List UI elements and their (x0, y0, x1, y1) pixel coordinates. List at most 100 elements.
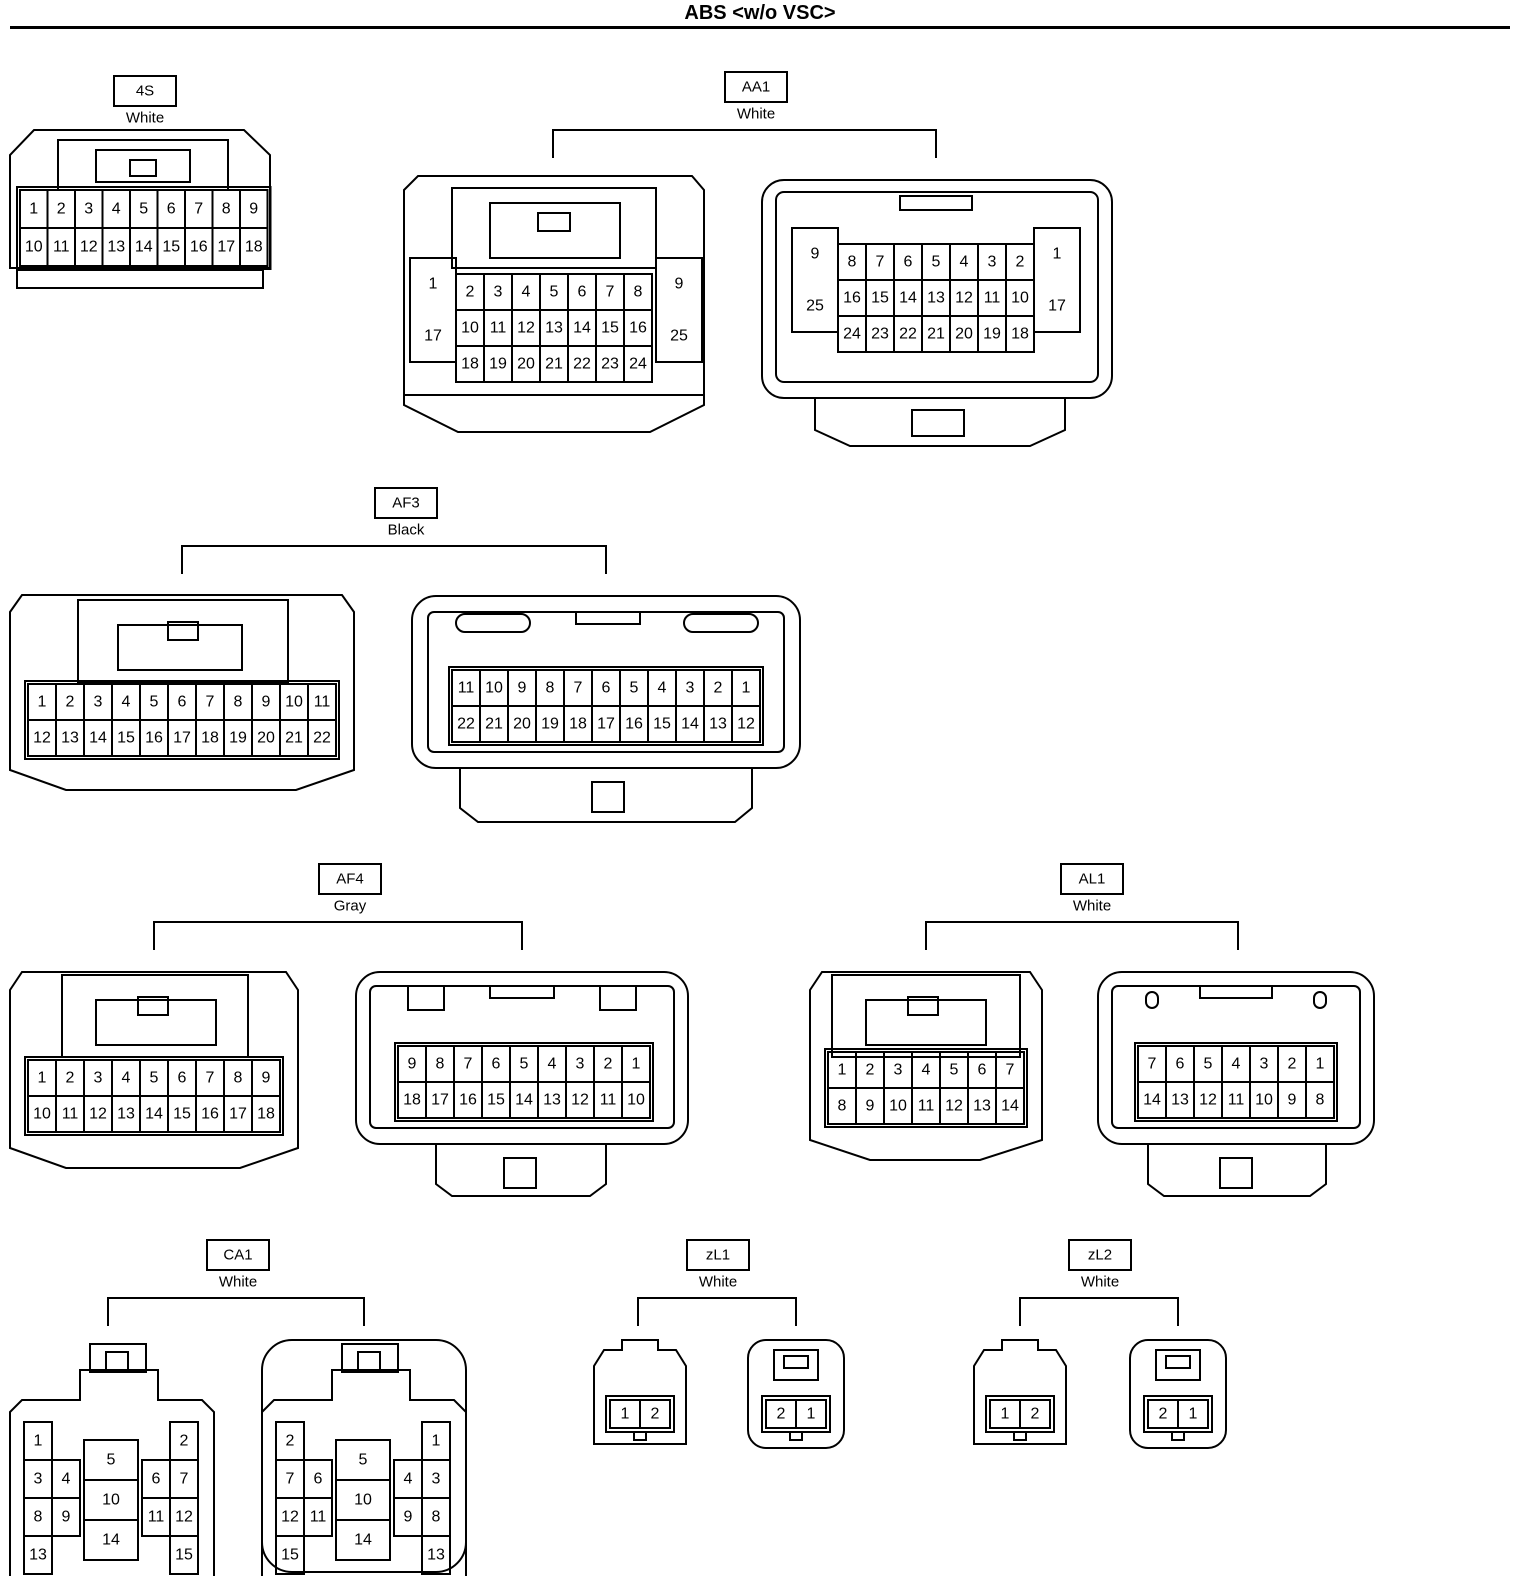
housing-outline (761, 179, 1113, 399)
pin-number: 7 (1006, 1062, 1015, 1079)
housing-outline (1097, 971, 1375, 1145)
housing-outline (9, 1369, 215, 1576)
housing-outline (973, 1339, 1067, 1445)
connector-code-box (1068, 1239, 1132, 1271)
pin-cell (1005, 315, 1035, 353)
bracket-line (107, 1297, 365, 1326)
pin-cell (83, 1519, 139, 1561)
connector-color: White (699, 1274, 737, 1291)
housing-latch (459, 768, 753, 823)
top-tab (899, 195, 973, 211)
pin-number: 3 (1260, 1056, 1269, 1073)
housing-lock (773, 1349, 819, 1381)
pin-number: 14 (354, 1532, 372, 1549)
pin-number: 11 (918, 1098, 935, 1115)
pin-number: 1 (432, 1433, 441, 1450)
pin-number: 1 (38, 694, 47, 711)
pin-number: 11 (490, 320, 507, 337)
latch-tab (1013, 1431, 1027, 1441)
housing-latch (1147, 1144, 1327, 1197)
latch-tab (591, 781, 625, 813)
pin-number: 17 (424, 328, 442, 345)
pin-number: 1 (807, 1406, 816, 1423)
pin-number: 9 (866, 1098, 875, 1115)
pin-number: 6 (602, 680, 611, 697)
latch-tab (503, 1157, 537, 1189)
pin-number: 17 (173, 730, 191, 747)
pin-number: 12 (1199, 1092, 1217, 1109)
pin-number: 10 (461, 320, 479, 337)
pin-number: 8 (634, 284, 643, 301)
housing-outline (355, 971, 689, 1145)
pin-number: 14 (145, 1106, 163, 1123)
pin-number: 16 (459, 1092, 477, 1109)
pin-number: 1 (1001, 1406, 1010, 1423)
pin-number: 14 (1001, 1098, 1019, 1115)
pin-number: 2 (66, 694, 75, 711)
pin-number: 11 (310, 1509, 327, 1526)
pin-number: 22 (457, 716, 475, 733)
pin-number: 24 (843, 326, 861, 343)
lock-tab (357, 1351, 381, 1371)
pin-number: 2 (604, 1056, 613, 1073)
connector-code-box (113, 75, 177, 107)
pin-number: 14 (899, 290, 917, 307)
pin-number: 21 (927, 326, 945, 343)
pin-number: 12 (945, 1098, 963, 1115)
pin-number: 1 (34, 1433, 43, 1450)
pin-number: 7 (206, 694, 215, 711)
connector-code: AA1 (742, 79, 770, 96)
diagram-title: ABS <w/o VSC> (684, 2, 836, 24)
pin-number: 9 (408, 1056, 417, 1073)
pin-grid-border (24, 1056, 284, 1136)
pin-number: 13 (973, 1098, 991, 1115)
connector-color: White (1073, 898, 1111, 915)
connector-code: AF3 (392, 495, 420, 512)
pin-grid-border (16, 186, 272, 270)
pin-number: 9 (262, 694, 271, 711)
pin-cell (169, 1535, 199, 1575)
pin-number: 19 (983, 326, 1001, 343)
pin-number: 23 (871, 326, 889, 343)
pin-number: 9 (262, 1070, 271, 1087)
pin-number: 5 (150, 1070, 159, 1087)
pin-number: 4 (658, 680, 667, 697)
pin-number: 17 (597, 716, 615, 733)
pin-number: 11 (148, 1509, 165, 1526)
connector-code: AF4 (336, 871, 364, 888)
connector-code-box (686, 1239, 750, 1271)
pin-number: 8 (34, 1509, 43, 1526)
side-block (1033, 227, 1081, 333)
pin-number: 3 (432, 1471, 441, 1488)
housing-lock (451, 187, 657, 269)
pin-number: 4 (62, 1471, 71, 1488)
pin-cell (303, 1497, 333, 1537)
bracket-line (1019, 1297, 1179, 1326)
pin-cell (251, 1095, 281, 1133)
pin-number: 16 (145, 730, 163, 747)
pin-number: 8 (234, 694, 243, 711)
pin-number: 1 (1053, 246, 1062, 263)
pin-number: 8 (848, 254, 857, 271)
pin-number: 18 (245, 239, 263, 256)
latch-tab (1219, 1157, 1253, 1189)
connector-code-box (206, 1239, 270, 1271)
lock-tab (137, 996, 169, 1016)
pin-number: 2 (866, 1062, 875, 1079)
pin-cell (1305, 1081, 1335, 1119)
connector-code-box (724, 71, 788, 103)
pin-number: 10 (33, 1106, 51, 1123)
housing-lock (341, 1343, 399, 1373)
pin-number: 15 (281, 1547, 299, 1564)
pin-number: 15 (871, 290, 889, 307)
pin-number: 8 (546, 680, 555, 697)
slot-right (1313, 991, 1327, 1009)
